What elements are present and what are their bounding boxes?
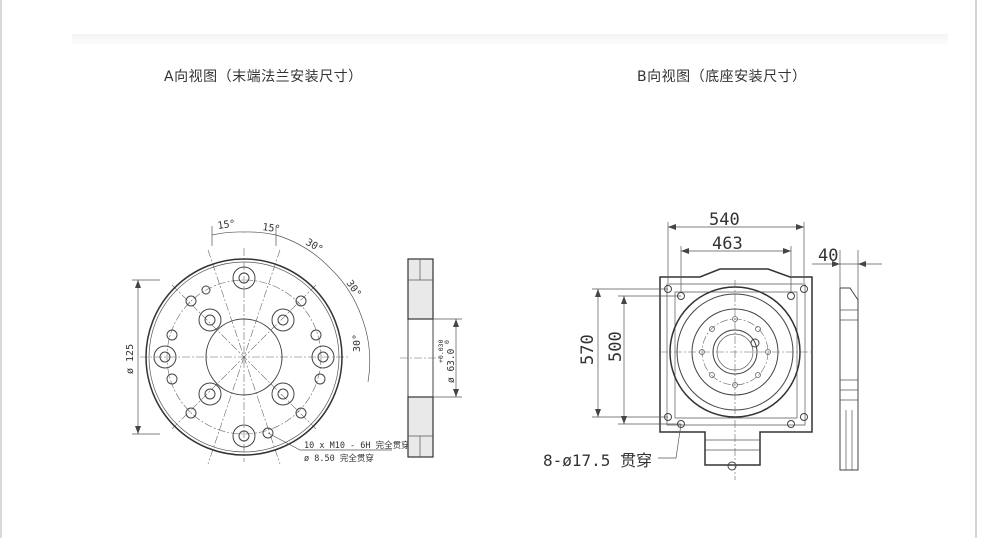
angle-label-30-c: 30° [352, 334, 363, 352]
hole-spec-thread: 10 x M10 - 6H 完全贯穿 [304, 440, 410, 451]
dim-dia-63: ø 63.0 [446, 348, 457, 383]
dim-500: 500 [606, 331, 626, 362]
angle-label-30-a: 30° [304, 237, 325, 256]
view-b-base: 540 463 570 500 8-ø17.5 贯穿 [543, 210, 813, 480]
hole-callout: 8-ø17.5 贯穿 [543, 451, 652, 470]
dim-463: 463 [712, 234, 743, 254]
angle-label-30-b: 30° [344, 278, 363, 299]
dim-40: 40 [818, 246, 838, 266]
dim-540: 540 [709, 210, 740, 230]
dim-dia-63-tol-lower: 0 [443, 340, 451, 344]
view-a-flange: 15° 15° 30° 30° 30° ø 125 10 x M10 - 6H … [125, 219, 410, 465]
dim-dia-125: ø 125 [125, 344, 136, 374]
left-edge [0, 0, 2, 538]
angle-label-15-left: 15° [217, 219, 236, 232]
base-mounting-holes [664, 285, 808, 471]
view-b-title: B向视图（底座安装尺寸） [637, 69, 807, 85]
dim-dia-63-tol-upper: +0.030 [437, 339, 445, 363]
view-a-title: A向视图（末端法兰安装尺寸） [164, 69, 363, 85]
right-edge [975, 0, 977, 538]
view-b-side: 40 [812, 246, 882, 471]
counterbored-holes [153, 266, 335, 448]
tapped-holes [166, 285, 326, 439]
angle-label-15-right: 15° [262, 222, 281, 235]
hole-spec-drill: ø 8.50 完全贯穿 [304, 453, 374, 464]
header-band [72, 34, 948, 44]
dim-570: 570 [578, 334, 598, 365]
view-a-section: ø 63.0 +0.030 0 [400, 258, 462, 458]
